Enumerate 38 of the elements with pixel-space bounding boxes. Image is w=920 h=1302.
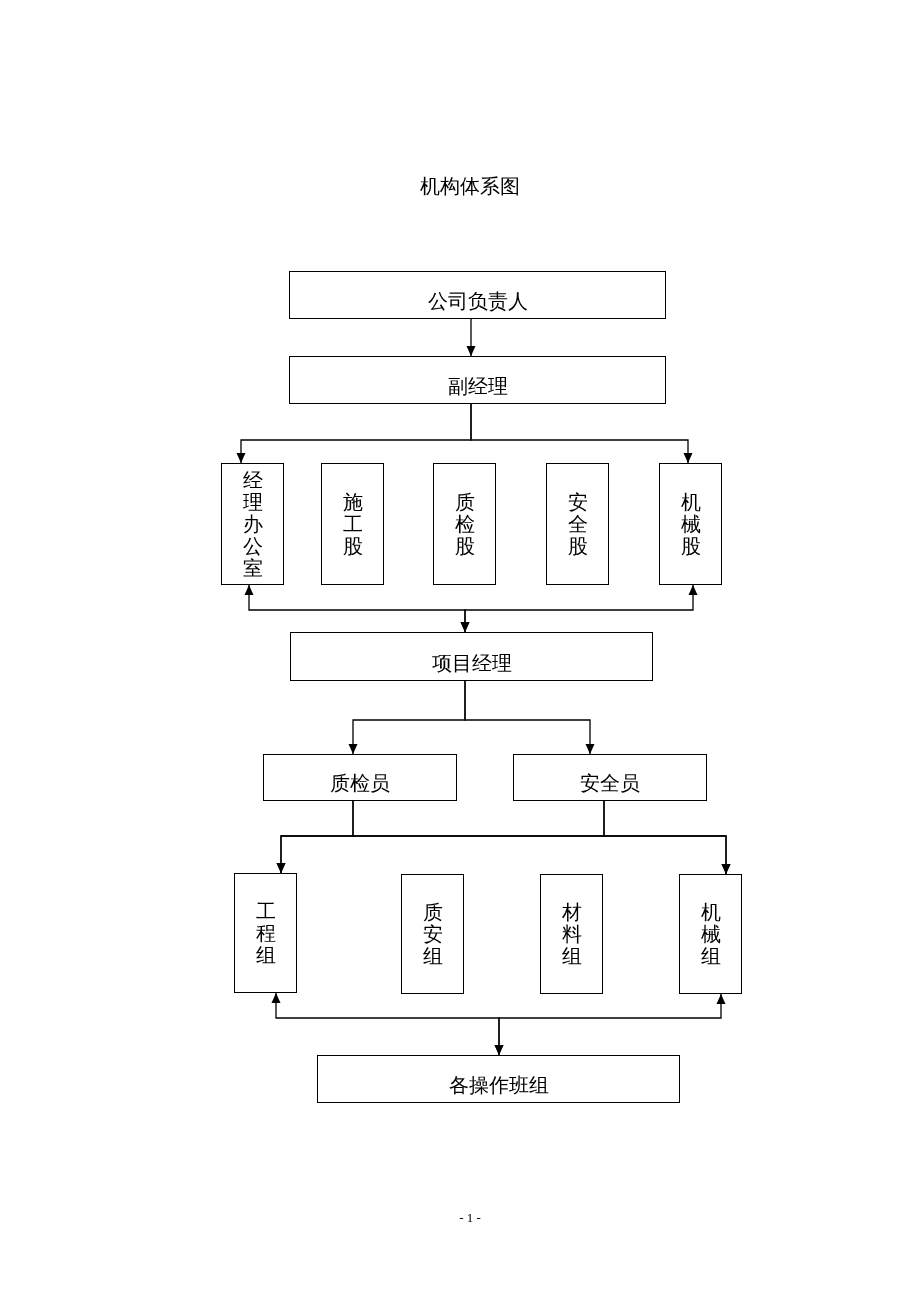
box-label: 质安组	[422, 901, 443, 967]
org-box	[679, 874, 742, 994]
org-box	[289, 271, 666, 319]
org-box	[289, 356, 666, 404]
org-box	[546, 463, 609, 585]
box-label: 公司负责人	[427, 289, 528, 314]
page-number: - 1 -	[459, 1209, 481, 1227]
arrow	[603, 800, 731, 875]
arrow	[464, 680, 595, 755]
box-label: 工程组	[255, 900, 276, 966]
double-arrow	[460, 584, 698, 633]
box-label: 材料组	[561, 901, 582, 967]
org-box	[263, 754, 457, 801]
org-box	[659, 463, 722, 585]
box-label: 安全股	[567, 491, 588, 557]
box-label: 安全员	[580, 771, 640, 796]
box-label: 副经理	[447, 374, 508, 399]
box-label: 经理办公室	[242, 469, 263, 579]
org-box	[317, 1055, 680, 1103]
box-label: 项目经理	[431, 651, 512, 676]
box-label: 机械组	[700, 901, 721, 967]
org-box	[321, 463, 384, 585]
org-box	[401, 874, 464, 994]
org-box	[513, 754, 707, 801]
arrow	[466, 318, 476, 357]
box-label: 机械股	[680, 491, 701, 557]
org-box	[221, 463, 284, 585]
box-label: 各操作班组	[448, 1073, 549, 1098]
org-box	[433, 463, 496, 585]
diagram-title: 机构体系图	[420, 174, 520, 199]
org-box	[234, 873, 297, 993]
double-arrow	[494, 993, 726, 1056]
box-label: 质检股	[454, 491, 475, 557]
org-box	[540, 874, 603, 994]
org-box	[290, 632, 653, 681]
arrow	[470, 403, 693, 464]
box-label: 施工股	[342, 491, 363, 557]
box-label: 质检员	[330, 771, 390, 796]
